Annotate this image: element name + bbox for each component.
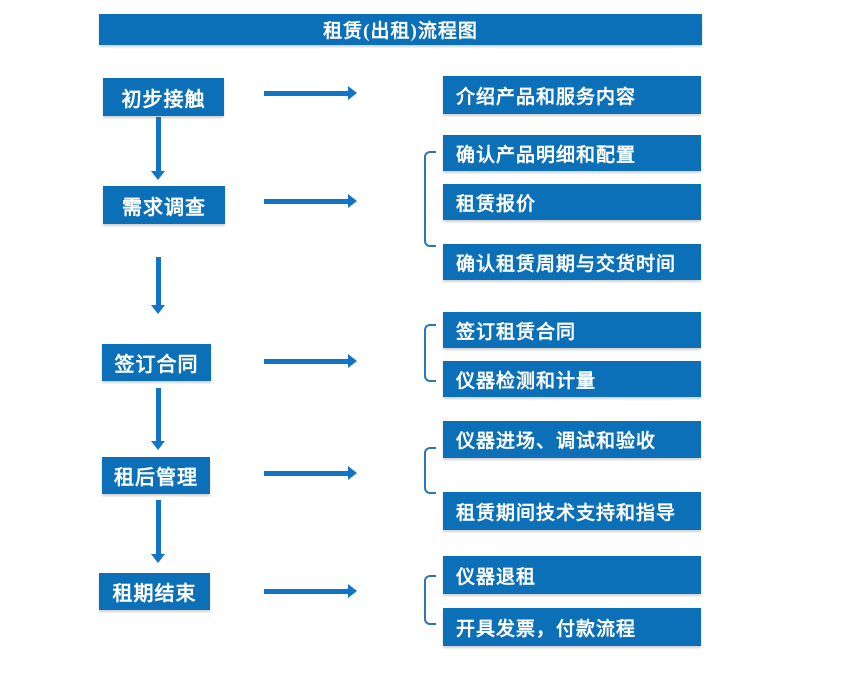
group-bracket-post-rental — [424, 447, 436, 494]
detail-box-confirm-product-config: 确认产品明细和配置 — [443, 135, 701, 171]
right-arrow-icon — [264, 466, 357, 480]
down-arrow-icon — [151, 388, 165, 450]
step-box-post-rental-management: 租后管理 — [102, 457, 210, 494]
right-arrow-icon — [264, 354, 357, 368]
flowchart-title: 租赁(出租)流程图 — [99, 14, 702, 45]
down-arrow-icon — [151, 500, 165, 563]
right-arrow-icon — [264, 584, 357, 598]
step-box-sign-contract: 签订合同 — [102, 344, 211, 381]
step-box-demand-survey: 需求调查 — [103, 186, 225, 224]
detail-box-introduce-products: 介绍产品和服务内容 — [443, 76, 701, 114]
group-bracket-demand-survey — [424, 151, 436, 247]
detail-box-confirm-period-delivery: 确认租赁周期与交货时间 — [443, 244, 701, 280]
detail-box-sign-rental-contract: 签订租赁合同 — [443, 312, 701, 348]
down-arrow-icon — [151, 117, 165, 180]
right-arrow-icon — [264, 194, 357, 208]
group-bracket-rental-end — [424, 575, 436, 625]
detail-box-instrument-testing: 仪器检测和计量 — [443, 361, 701, 397]
detail-box-instrument-return: 仪器退租 — [443, 556, 701, 594]
detail-box-rental-quote: 租赁报价 — [443, 184, 701, 220]
step-box-initial-contact: 初步接触 — [103, 78, 224, 116]
right-arrow-icon — [264, 86, 357, 100]
step-box-rental-end: 租期结束 — [99, 573, 210, 610]
detail-box-technical-support: 租赁期间技术支持和指导 — [443, 492, 701, 530]
down-arrow-icon — [151, 257, 165, 314]
group-bracket-sign-contract — [424, 324, 436, 382]
detail-box-invoice-payment: 开具发票，付款流程 — [443, 608, 701, 646]
detail-box-instrument-setup-acceptance: 仪器进场、调试和验收 — [443, 421, 701, 458]
